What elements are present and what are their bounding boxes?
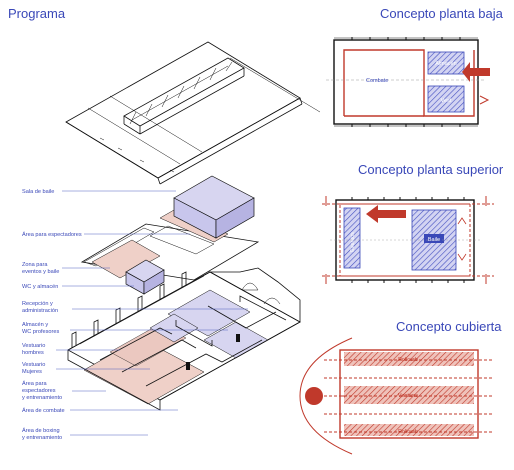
label-almacen-wc-1: Almacén y [22, 322, 48, 328]
label-area-esp-ent-3: y entrenamiento [22, 395, 62, 401]
sun-icon [305, 387, 323, 405]
label-ventana: Ventana [398, 393, 419, 399]
label-recepcion-2: administración [22, 308, 58, 314]
label-vest-room: Vest [441, 98, 452, 104]
title-planta-baja: Concepto planta baja [380, 6, 504, 21]
label-vestuario-m-2: Mujeres [22, 369, 42, 375]
title-cubierta: Concepto cubierta [396, 319, 502, 334]
label-combate-axis: Combate [366, 78, 388, 84]
label-vestuario-h-1: Vestuario [22, 343, 45, 349]
label-policarb-top: Policarb [398, 357, 418, 363]
label-area-combate: Área de combate [22, 407, 65, 414]
label-almacen-wc-2: WC profesores [22, 329, 60, 335]
upper-floor-isometric [80, 175, 260, 295]
label-area-boxing-1: Área de boxing [22, 427, 60, 434]
label-zona-eventos-2: eventos y baile [22, 269, 59, 275]
roof-isometric [65, 41, 321, 185]
label-recepcion-1: Recepción y [22, 301, 53, 307]
plan-cubierta: Policarb Ventana Policarb [299, 337, 494, 455]
title-planta-superior: Concepto planta superior [358, 162, 504, 177]
label-zona-eventos-1: Zona para [22, 262, 48, 268]
program-labels: Sala de baile Área para espectadores Zon… [22, 189, 82, 441]
plan-planta-superior: Eventos Baile [322, 196, 494, 284]
label-vestuario-m-1: Vestuario [22, 362, 45, 368]
label-eventos-room: Eventos [350, 232, 356, 252]
leader-lines [56, 190, 248, 436]
title-programa: Programa [8, 6, 66, 21]
label-area-espectadores: Área para espectadores [22, 231, 82, 238]
label-sala-baile: Sala de baile [22, 189, 54, 195]
label-area-boxing-2: y entrenamiento [22, 435, 62, 441]
label-area-esp-ent-2: espectadores [22, 388, 56, 394]
label-area-esp-ent-1: Área para [22, 380, 47, 387]
label-almacen-room: Almacén [435, 61, 456, 67]
label-vestuario-h-2: hombres [22, 350, 44, 356]
plan-planta-baja: Almacén Vest Combate [326, 37, 490, 127]
ground-floor-isometric [67, 267, 301, 411]
label-wc-almacen: WC y almacén [22, 284, 58, 290]
label-policarb-bottom: Policarb [398, 429, 418, 435]
